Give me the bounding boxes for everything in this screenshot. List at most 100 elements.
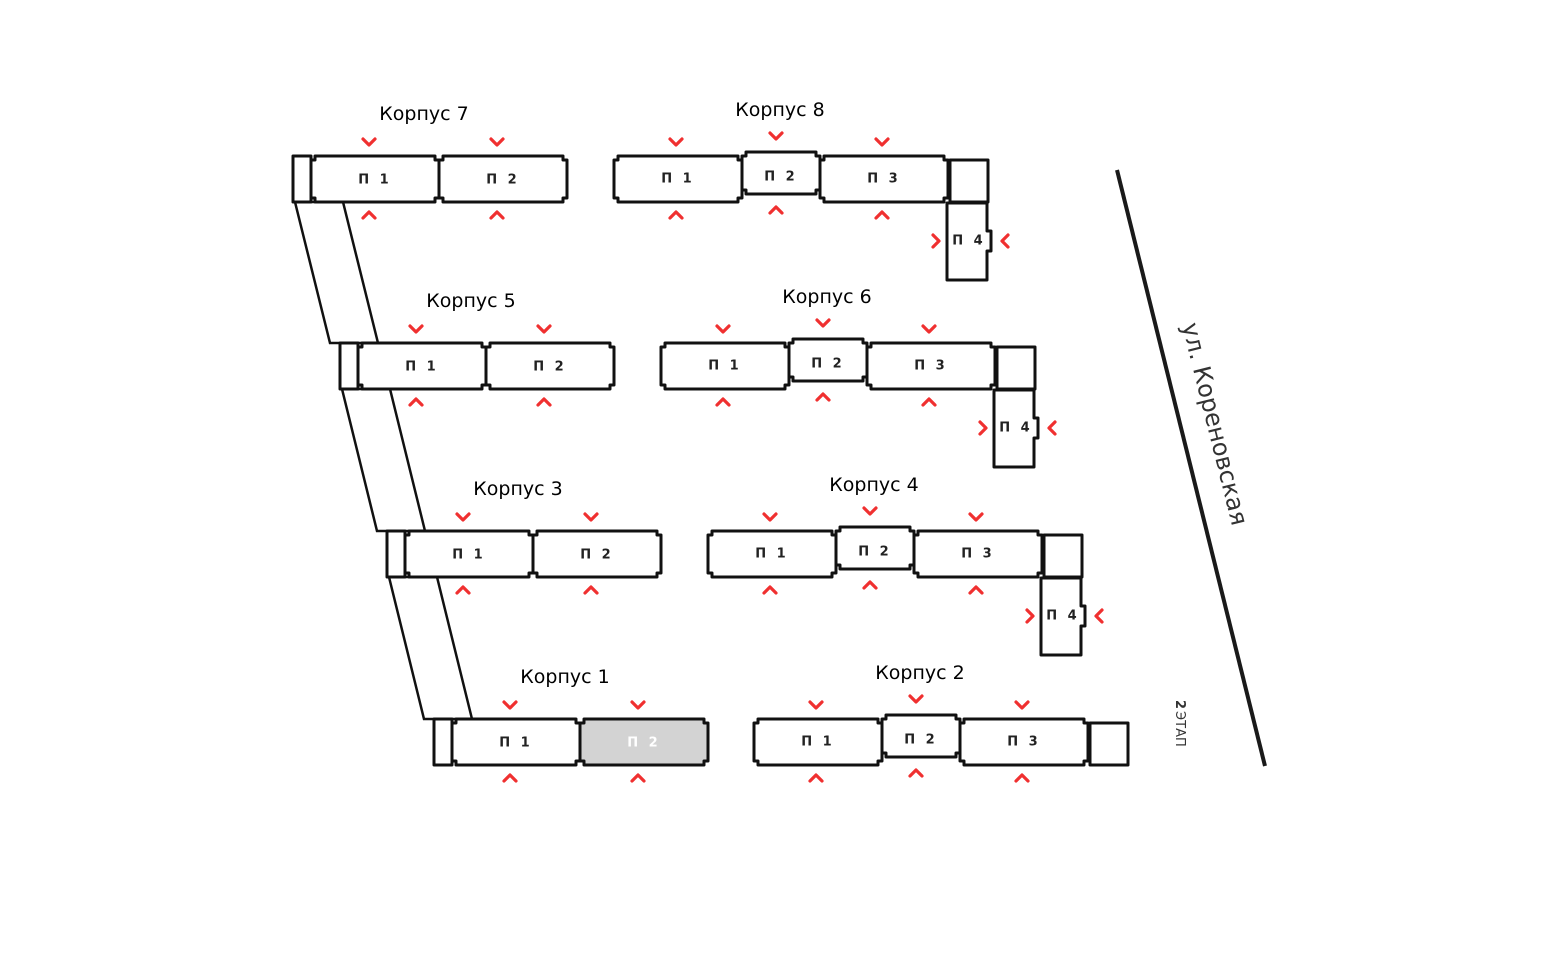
section-k2-p2[interactable]: П 2: [880, 694, 962, 778]
section-shape: [437, 154, 569, 204]
section-k4-p4[interactable]: П 4: [1025, 576, 1104, 657]
section-label: П 2: [858, 545, 891, 560]
section-k4-p2[interactable]: П 2: [834, 506, 916, 590]
walkway: [340, 387, 427, 533]
entrance-arrow-icon: [815, 318, 831, 328]
walkway: [387, 575, 474, 721]
section-k4-p3[interactable]: П 3: [912, 512, 1044, 595]
entrance-arrow-icon: [921, 324, 937, 334]
section-label: П 3: [914, 359, 947, 374]
entrance-arrow-icon: [1000, 233, 1010, 249]
section-shape: [945, 201, 993, 282]
section-shape: [659, 341, 791, 391]
entrance-arrow-icon: [502, 700, 518, 710]
building-k4[interactable]: П 1 П 2 П 3 П 4 Корпус 4: [706, 474, 1104, 657]
section-shape: [612, 154, 744, 204]
entrance-arrow-icon: [1094, 608, 1104, 624]
corner-block: [1088, 721, 1130, 767]
entrance-arrow-icon: [630, 700, 646, 710]
section-label: П 2: [580, 548, 613, 563]
entrance-arrow-icon: [808, 773, 824, 783]
corner-block: [995, 345, 1037, 391]
section-k5-p1[interactable]: П 1: [356, 324, 488, 407]
section-k8-p3[interactable]: П 3: [818, 137, 950, 220]
entrance-arrow-icon: [815, 392, 831, 402]
entrance-arrow-icon: [489, 137, 505, 147]
stage-label: 2ЭТАП: [1172, 700, 1187, 747]
entrance-arrow-icon: [408, 324, 424, 334]
entrance-arrow-icon: [715, 324, 731, 334]
entrance-arrow-icon: [361, 137, 377, 147]
corner-block: [948, 158, 990, 204]
section-label: П 1: [499, 736, 532, 751]
entrance-arrow-icon: [715, 397, 731, 407]
entrance-arrow-icon: [583, 585, 599, 595]
building-title: Корпус 6: [782, 286, 871, 308]
entrance-arrow-icon: [931, 233, 941, 249]
street: ул. Кореновская: [1115, 169, 1267, 767]
section-k6-p2[interactable]: П 2: [787, 318, 869, 402]
building-title: Корпус 4: [829, 474, 918, 496]
section-label: П 1: [661, 172, 694, 187]
section-k6-p3[interactable]: П 3: [865, 324, 997, 407]
entrance-arrow-icon: [978, 420, 988, 436]
building-k2[interactable]: П 1 П 2 П 3 Корпус 2: [752, 662, 1130, 783]
section-k6-p4[interactable]: П 4: [978, 388, 1057, 469]
entrance-arrow-icon: [768, 205, 784, 215]
section-label: П 2: [486, 173, 519, 188]
section-shape: [912, 529, 1044, 579]
street-name: ул. Кореновская: [1176, 320, 1253, 528]
entrance-arrow-icon: [536, 397, 552, 407]
building-title: Корпус 2: [875, 662, 964, 684]
section-k8-p1[interactable]: П 1: [612, 137, 744, 220]
entrance-arrow-icon: [762, 512, 778, 522]
entrance-arrow-icon: [1047, 420, 1057, 436]
entrance-arrow-icon: [762, 585, 778, 595]
section-label: П 2: [764, 170, 797, 185]
entrance-arrow-icon: [489, 210, 505, 220]
entrance-arrow-icon: [1014, 700, 1030, 710]
section-k7-p2[interactable]: П 2: [437, 137, 569, 220]
end-cap: [385, 529, 407, 579]
stage-text: ЭТАП: [1172, 711, 1187, 747]
entrance-arrow-icon: [455, 512, 471, 522]
end-cap: [338, 341, 360, 391]
section-k2-p1[interactable]: П 1: [752, 700, 884, 783]
section-k8-p4[interactable]: П 4: [931, 201, 1010, 282]
section-label: П 3: [961, 547, 994, 562]
entrance-arrow-icon: [1014, 773, 1030, 783]
section-k2-p3[interactable]: П 3: [958, 700, 1090, 783]
section-label: П 1: [801, 735, 834, 750]
section-label: П 2: [811, 357, 844, 372]
entrance-arrow-icon: [502, 773, 518, 783]
section-k6-p1[interactable]: П 1: [659, 324, 791, 407]
section-k8-p2[interactable]: П 2: [740, 131, 822, 215]
section-label: П 4: [952, 234, 985, 249]
walkway: [293, 200, 380, 345]
section-shape: [818, 154, 950, 204]
section-label: П 3: [867, 172, 900, 187]
section-label: П 1: [708, 359, 741, 374]
entrance-arrow-icon: [862, 506, 878, 516]
section-k3-p2[interactable]: П 2: [531, 512, 663, 595]
section-k5-p2[interactable]: П 2: [484, 324, 616, 407]
section-label: П 2: [627, 736, 660, 751]
entrance-arrow-icon: [908, 694, 924, 704]
section-shape: [578, 717, 710, 767]
section-label: П 2: [904, 733, 937, 748]
section-k1-p2[interactable]: П 2: [578, 700, 710, 783]
entrance-arrow-icon: [668, 137, 684, 147]
section-k3-p1[interactable]: П 1: [403, 512, 535, 595]
section-k4-p1[interactable]: П 1: [706, 512, 838, 595]
section-shape: [706, 529, 838, 579]
entrance-arrow-icon: [968, 512, 984, 522]
building-k6[interactable]: П 1 П 2 П 3 П 4 Корпус 6: [659, 286, 1057, 469]
street-line: [1115, 169, 1267, 767]
end-cap: [432, 717, 454, 767]
stage-number: 2: [1172, 700, 1187, 709]
